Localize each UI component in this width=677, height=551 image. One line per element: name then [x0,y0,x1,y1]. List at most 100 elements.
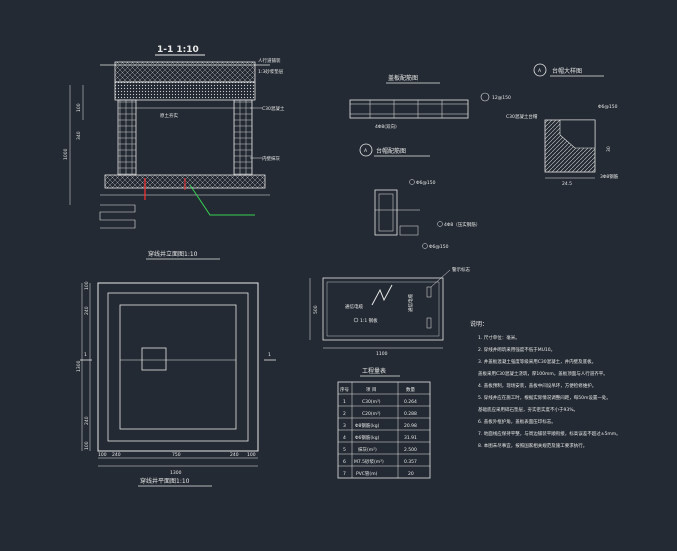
svg-text:2.500: 2.500 [404,447,417,453]
svg-text:0.288: 0.288 [404,411,417,417]
sign-callout: 警示标志 [452,266,470,273]
svg-text:C20(m³): C20(m³) [362,411,381,417]
section-title: 1-1 1:10 [157,45,199,55]
center-hole [141,347,167,371]
right-wall [233,99,253,176]
quantity-table: 工程量表 序号 项 目 数量 1 C30(m³) 0.264 2 C20(m³)… [337,367,431,479]
table-row: 2 C20(m³) 0.288 [343,411,417,417]
svg-text:0.264: 0.264 [404,399,417,405]
left-wall [117,99,137,176]
svg-text:2: 2 [343,411,346,417]
plan-dim: 100 [84,281,90,290]
dim-label: 340 [76,131,82,140]
section-note: C30混凝土 [262,105,285,112]
svg-text:20.98: 20.98 [404,423,417,429]
notes-block: 说明： 1. 尺寸单位：毫米。 2. 穿线井砌筑采用强度不低于MU10。 3. … [470,320,621,449]
svg-text:0.357: 0.357 [404,459,417,465]
note-item: 3. 井盖板混凝土强度等级采用C30混凝土，井内壁及底板。 [478,358,596,365]
svg-text:Φ8钢筋(kg): Φ8钢筋(kg) [355,422,380,429]
edge-note: 3Φ8钢筋 [600,173,619,180]
table-header: 序号 [340,386,349,393]
note-item: 7. 地面线应保持平整，与周边铺装平顺衔接，标高误差不超过±5mm。 [478,430,621,437]
svg-text:6: 6 [343,459,346,465]
sign-dim-w: 1100 [376,351,388,357]
section-mark: 1 [268,352,271,358]
section-caption: 穿线井立面图1:10 [148,250,198,258]
svg-text:5: 5 [343,447,346,453]
table-row: 4 Φ6钢筋(kg) 31.91 [343,434,417,441]
svg-text:31.91: 31.91 [404,435,417,441]
edge-note: Φ6@150 [598,104,618,110]
section-note: 1:3砂浆垫层 [258,68,284,75]
edge-dim: 30 [606,146,612,152]
rebar-callout: Φ6@150 [416,180,436,186]
rebar-detail: A 台帽配筋图 Φ6@150 4Φ8（压实钢筋） Φ6@150 [359,143,480,250]
plan-dim: 100 [98,452,107,458]
plan-dim: 100 [247,452,256,458]
table-header: 项 目 [366,387,376,393]
rebar-title: 台帽配筋图 [376,147,406,155]
edge-detail: A 台帽大样图 24.5 30 Φ6@150 C30混凝土台帽 3Φ8钢筋 [506,63,619,187]
svg-text:抹灰(m²): 抹灰(m²) [358,446,377,453]
svg-text:Φ6钢筋(kg): Φ6钢筋(kg) [355,434,380,441]
dim-label: 100 [76,103,82,112]
table-title: 工程量表 [362,367,386,375]
note-item: 6. 盖板外框护角，盖板表面压印标志。 [478,418,556,425]
plan-total: 1300 [170,470,182,476]
plan-dim: 240 [84,306,90,315]
rebar-marker: A [364,148,368,154]
plan-caption: 穿线井平面图1:10 [140,477,190,485]
rebar-callout: Φ6@150 [429,244,449,250]
section-note: 原土夯实 [160,112,178,119]
plan-dim: 240 [112,452,121,458]
table-row: 6 M7.5砂浆(m³) 0.357 [343,458,417,465]
table-row: 3 Φ8钢筋(kg) 20.98 [343,422,417,429]
table-header: 数量 [406,386,415,393]
table-row: 5 抹灰(m²) 2.500 [343,446,417,453]
plan-dim: 240 [84,416,90,425]
plate-callout: 12@150 [492,95,511,101]
note-item: 盖板采用C30混凝土浇筑，厚100mm，盖板顶面与人行道齐平。 [478,370,608,377]
cover-plate-title: 盖板配筋图 [388,74,418,82]
note-item: 4. 盖板预制，现场安装，盖板中间设吊环，方便检修维护。 [478,382,596,389]
plan-view: 1 1 100 240 750 240 100 1300 100 240 130… [76,281,276,487]
edge-marker: A [538,68,542,74]
section-view: 1-1 1:10 100 340 1000 人行道铺装 1:3砂浆垫层 C30混… [63,45,285,260]
note-item: 基础底应采用碎石垫层，夯实密实度不小于93%。 [478,406,578,413]
edge-dim: 24.5 [562,181,572,187]
plan-dim: 100 [84,441,90,450]
plan-dim: 240 [230,452,239,458]
svg-text:4: 4 [343,435,346,441]
svg-text:C30(m³): C30(m³) [362,399,381,405]
edge-note: C30混凝土台帽 [506,113,538,120]
sign-text: 通信电缆 [345,303,363,310]
plate-label: 4Φ8(双向) [375,123,397,130]
sign-dim-h: 500 [313,305,319,314]
note-item: 8. 本图未尽事宜，按照国家相关规范及施工要求执行。 [478,442,587,449]
section-note: 人行道铺装 [258,57,281,64]
cover-slab [114,81,256,101]
plan-dim: 750 [172,452,181,458]
notes-title: 说明： [470,320,488,328]
cover-plate-detail: 盖板配筋图 12@150 4Φ8(双向) [349,74,511,130]
plate-outline [349,99,469,119]
plan-dim: 1300 [76,360,82,372]
sign-label: 1:1 钢板 [360,317,378,324]
svg-text:M7.5砂浆(m³): M7.5砂浆(m³) [354,458,384,465]
svg-text:1: 1 [343,399,346,405]
table-row: 1 C30(m³) 0.264 [343,399,417,405]
paving-layer [114,61,256,83]
note-item: 2. 穿线井砌筑采用强度不低于MU10。 [478,346,555,353]
section-mark: 1 [84,352,87,358]
dim-label: 1000 [63,148,69,160]
svg-text:7: 7 [343,471,346,477]
note-item: 1. 尺寸单位：毫米。 [478,334,520,341]
sign-vertical: 通信电缆 [407,294,414,312]
green-leader [189,184,255,216]
section-note: 内壁抹灰 [262,155,280,162]
sign-plate: 通信电缆 通信电缆 警示标志 1:1 钢板 500 1100 [309,266,470,357]
table-row: 7 PVC管(m) 20 [343,470,414,477]
svg-text:3: 3 [343,423,346,429]
